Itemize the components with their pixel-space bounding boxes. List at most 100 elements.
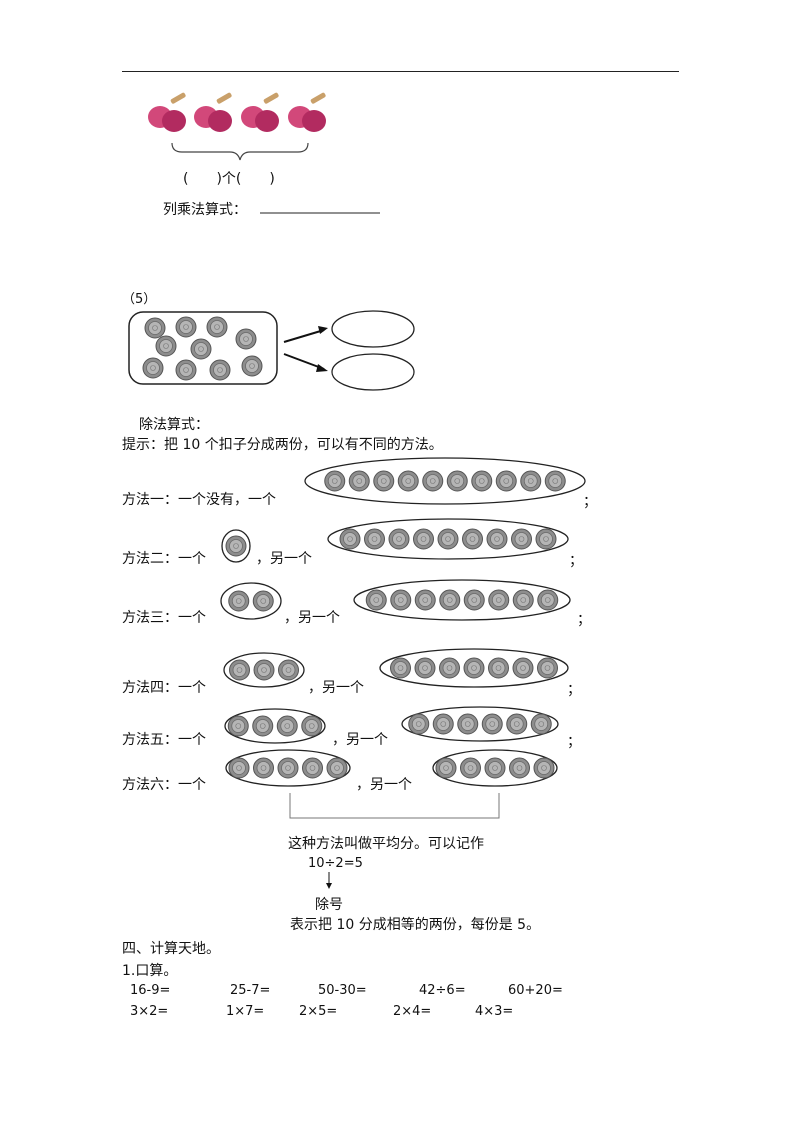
part-label: （5） xyxy=(122,292,157,307)
empty-oval-bottom xyxy=(331,353,415,391)
calc-r2-c4: 2×4= xyxy=(393,1004,432,1019)
blank-label: ( )个( ) xyxy=(183,171,275,187)
calc-r2-c5: 4×3= xyxy=(475,1004,514,1019)
button-group xyxy=(304,457,586,505)
button-group xyxy=(225,749,351,787)
button-icon xyxy=(235,328,257,350)
button-icon xyxy=(432,713,454,735)
button-icon xyxy=(530,713,552,735)
button-icon xyxy=(276,715,298,737)
button-icon xyxy=(175,316,197,338)
equation: 10÷2=5 xyxy=(308,856,363,871)
button-icon xyxy=(302,757,323,779)
button-icon xyxy=(227,715,249,737)
button-icon xyxy=(486,528,508,550)
button-icon xyxy=(460,757,481,779)
button-icon xyxy=(457,713,479,735)
method-6-prefix: 方法六：一个 xyxy=(122,777,206,793)
button-icon xyxy=(446,470,468,492)
button-icon xyxy=(422,470,444,492)
button-icon xyxy=(533,757,555,779)
paddle-group-2 xyxy=(194,92,232,132)
button-group xyxy=(379,648,569,688)
button-icon xyxy=(142,357,164,379)
button-icon xyxy=(544,470,566,492)
button-icon xyxy=(413,528,434,550)
division-sign-label: 除号 xyxy=(315,897,343,913)
button-icon xyxy=(414,657,436,679)
calc-r1-c1: 16-9= xyxy=(130,983,171,998)
button-icon xyxy=(253,659,275,681)
method-6-mid: ，另一个 xyxy=(356,777,412,793)
section-heading: 四、计算天地。 xyxy=(122,941,220,957)
paddle-group-3 xyxy=(241,92,279,132)
paddle-group-4 xyxy=(288,92,326,132)
button-icon xyxy=(509,757,530,779)
button-icon xyxy=(364,528,385,550)
button-icon xyxy=(175,359,197,381)
top-rule xyxy=(122,71,679,72)
button-icon xyxy=(388,528,410,550)
method-3-prefix: 方法三：一个 xyxy=(122,610,206,626)
method-3-end: ； xyxy=(577,612,591,628)
method-4-end: ； xyxy=(567,682,581,698)
calc-r1-c4: 42÷6= xyxy=(419,983,466,998)
button-icon xyxy=(373,470,395,492)
button-icon xyxy=(339,528,361,550)
box-buttons xyxy=(142,316,263,381)
button-icon xyxy=(225,535,247,557)
button-icon xyxy=(408,713,430,735)
paddle-group-1 xyxy=(148,92,186,132)
button-group xyxy=(353,579,571,621)
division-label: 除法算式： xyxy=(139,417,209,433)
button-group xyxy=(221,529,251,563)
button-group xyxy=(327,518,569,560)
button-icon xyxy=(512,589,534,611)
button-icon xyxy=(252,590,274,612)
button-group xyxy=(401,706,559,742)
hint-text: 提示：把 10 个扣子分成两份，可以有不同的方法。 xyxy=(122,437,443,453)
button-icon xyxy=(537,657,558,679)
button-icon xyxy=(155,335,177,357)
empty-oval-top xyxy=(331,310,415,348)
button-icon xyxy=(437,528,459,550)
button-icon xyxy=(435,757,457,779)
button-icon xyxy=(301,715,323,737)
button-icon xyxy=(228,590,250,612)
method-2-mid: ，另一个 xyxy=(256,551,312,567)
button-icon xyxy=(277,757,299,779)
multiplication-label: 列乘法算式： xyxy=(163,202,247,218)
button-icon xyxy=(462,528,483,550)
calc-r2-c3: 2×5= xyxy=(299,1004,338,1019)
button-icon xyxy=(471,470,493,492)
button-group xyxy=(220,582,282,620)
button-icon xyxy=(144,317,166,339)
button-icon xyxy=(414,589,436,611)
button-icon xyxy=(520,470,542,492)
meaning-text: 表示把 10 分成相等的两份，每份是 5。 xyxy=(290,917,541,933)
calc-r2-c2: 1×7= xyxy=(226,1004,265,1019)
calc-r1-c5: 60+20= xyxy=(508,983,563,998)
method-1-end: ； xyxy=(583,494,597,510)
curly-brace xyxy=(171,142,309,161)
method-3-mid: ，另一个 xyxy=(284,610,340,626)
calc-r1-c2: 25-7= xyxy=(230,983,271,998)
calc-r1-c3: 50-30= xyxy=(318,983,367,998)
method-2-end: ； xyxy=(569,553,583,569)
method-4-prefix: 方法四：一个 xyxy=(122,680,206,696)
button-icon xyxy=(348,470,370,492)
subheading: 1.口算。 xyxy=(122,963,178,979)
button-icon xyxy=(209,359,231,381)
button-icon xyxy=(397,470,419,492)
button-icon xyxy=(278,659,299,681)
button-icon xyxy=(537,589,559,611)
button-icon xyxy=(463,589,485,611)
button-icon xyxy=(253,757,274,779)
button-icon xyxy=(535,528,557,550)
method-5-prefix: 方法五：一个 xyxy=(122,732,206,748)
method-5-end: ； xyxy=(567,734,581,750)
method-1-prefix: 方法一：一个没有，一个 xyxy=(122,492,276,508)
method-5-mid: ，另一个 xyxy=(332,732,388,748)
button-group xyxy=(224,708,326,744)
